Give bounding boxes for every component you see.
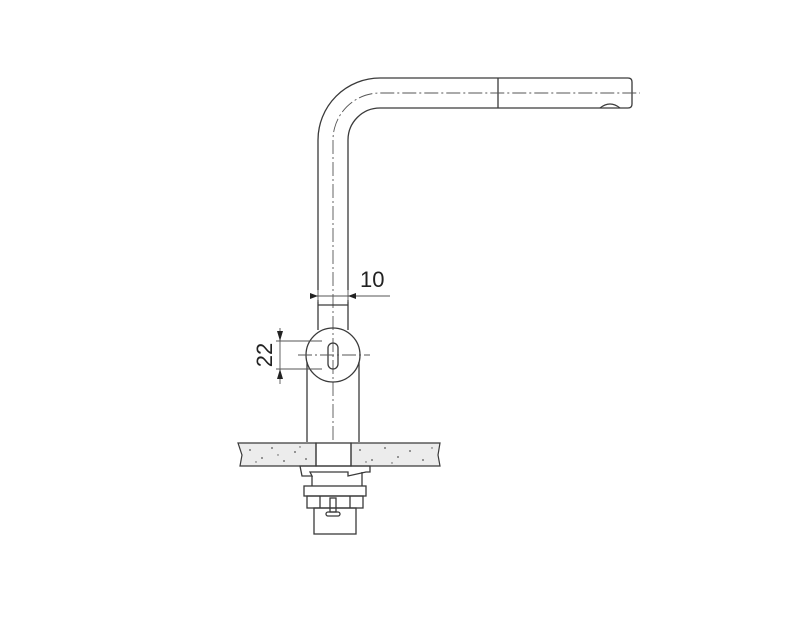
mounting-hardware — [299, 465, 371, 535]
dimension-22: 22 — [252, 328, 322, 384]
dimension-10: 10 — [310, 267, 390, 302]
countertop — [237, 442, 441, 467]
faucet-body — [298, 300, 370, 442]
dimension-10-label: 10 — [360, 267, 384, 292]
handle-slot — [327, 342, 339, 370]
dimension-22-label: 22 — [252, 343, 277, 367]
spout — [317, 77, 640, 440]
